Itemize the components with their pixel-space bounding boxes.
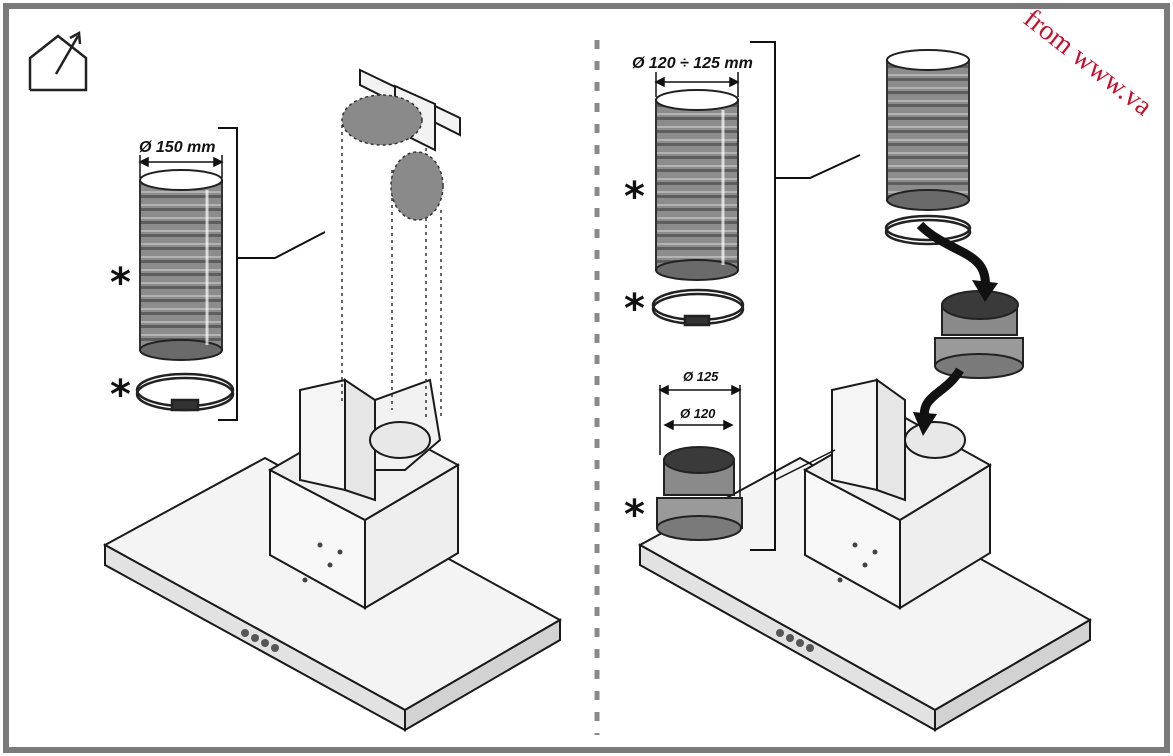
assembly-arrowhead-1	[972, 280, 998, 302]
adapter-ring-middle	[934, 290, 1024, 379]
house-vent-icon	[28, 30, 88, 92]
wall-hole	[390, 151, 444, 221]
adapter-inner-label: Ø 120	[680, 406, 716, 421]
flexible-duct-125-top	[886, 49, 970, 211]
assembly-arrowhead-2	[913, 412, 937, 436]
adapter-dimension-120	[663, 419, 734, 431]
duct-dimension-right	[654, 72, 740, 97]
kit-bracket-left	[218, 127, 238, 421]
duct-diameter-label-left: Ø 150 mm	[139, 139, 215, 156]
duct-diameter-label-right: Ø 120 ÷ 125 mm	[632, 55, 753, 72]
outer-frame	[3, 3, 1170, 753]
kit-pointer-right-lower	[774, 449, 836, 481]
asterisk-duct-left: *	[110, 260, 131, 306]
flexible-duct-150	[139, 169, 223, 361]
watermark-text: from www.va	[1018, 3, 1159, 122]
duct-dimension-left	[138, 155, 224, 178]
motor-housing-left	[267, 378, 461, 610]
assembly-arrow-1	[916, 221, 990, 291]
motor-housing-right	[802, 378, 992, 610]
asterisk-adapter-right: *	[624, 492, 645, 538]
adapter-ring-bottom	[656, 446, 743, 541]
asterisk-duct-right: *	[624, 174, 645, 220]
flexible-duct-120-125	[655, 89, 739, 281]
kit-pointer-left	[237, 231, 326, 259]
asterisk-clamp-left: *	[110, 372, 131, 418]
hose-clamp-left	[135, 372, 235, 412]
adapter-dimension-125	[658, 384, 742, 500]
kit-bracket-right	[750, 41, 776, 551]
kit-pointer-right	[775, 154, 861, 179]
assembly-arrow-2	[919, 367, 964, 421]
adapter-outer-label: Ø 125	[683, 369, 719, 384]
hose-clamp-right	[651, 288, 745, 327]
hose-clamp-right-top	[884, 214, 972, 246]
ceiling-hole	[341, 94, 423, 146]
asterisk-clamp-right: *	[624, 286, 645, 332]
